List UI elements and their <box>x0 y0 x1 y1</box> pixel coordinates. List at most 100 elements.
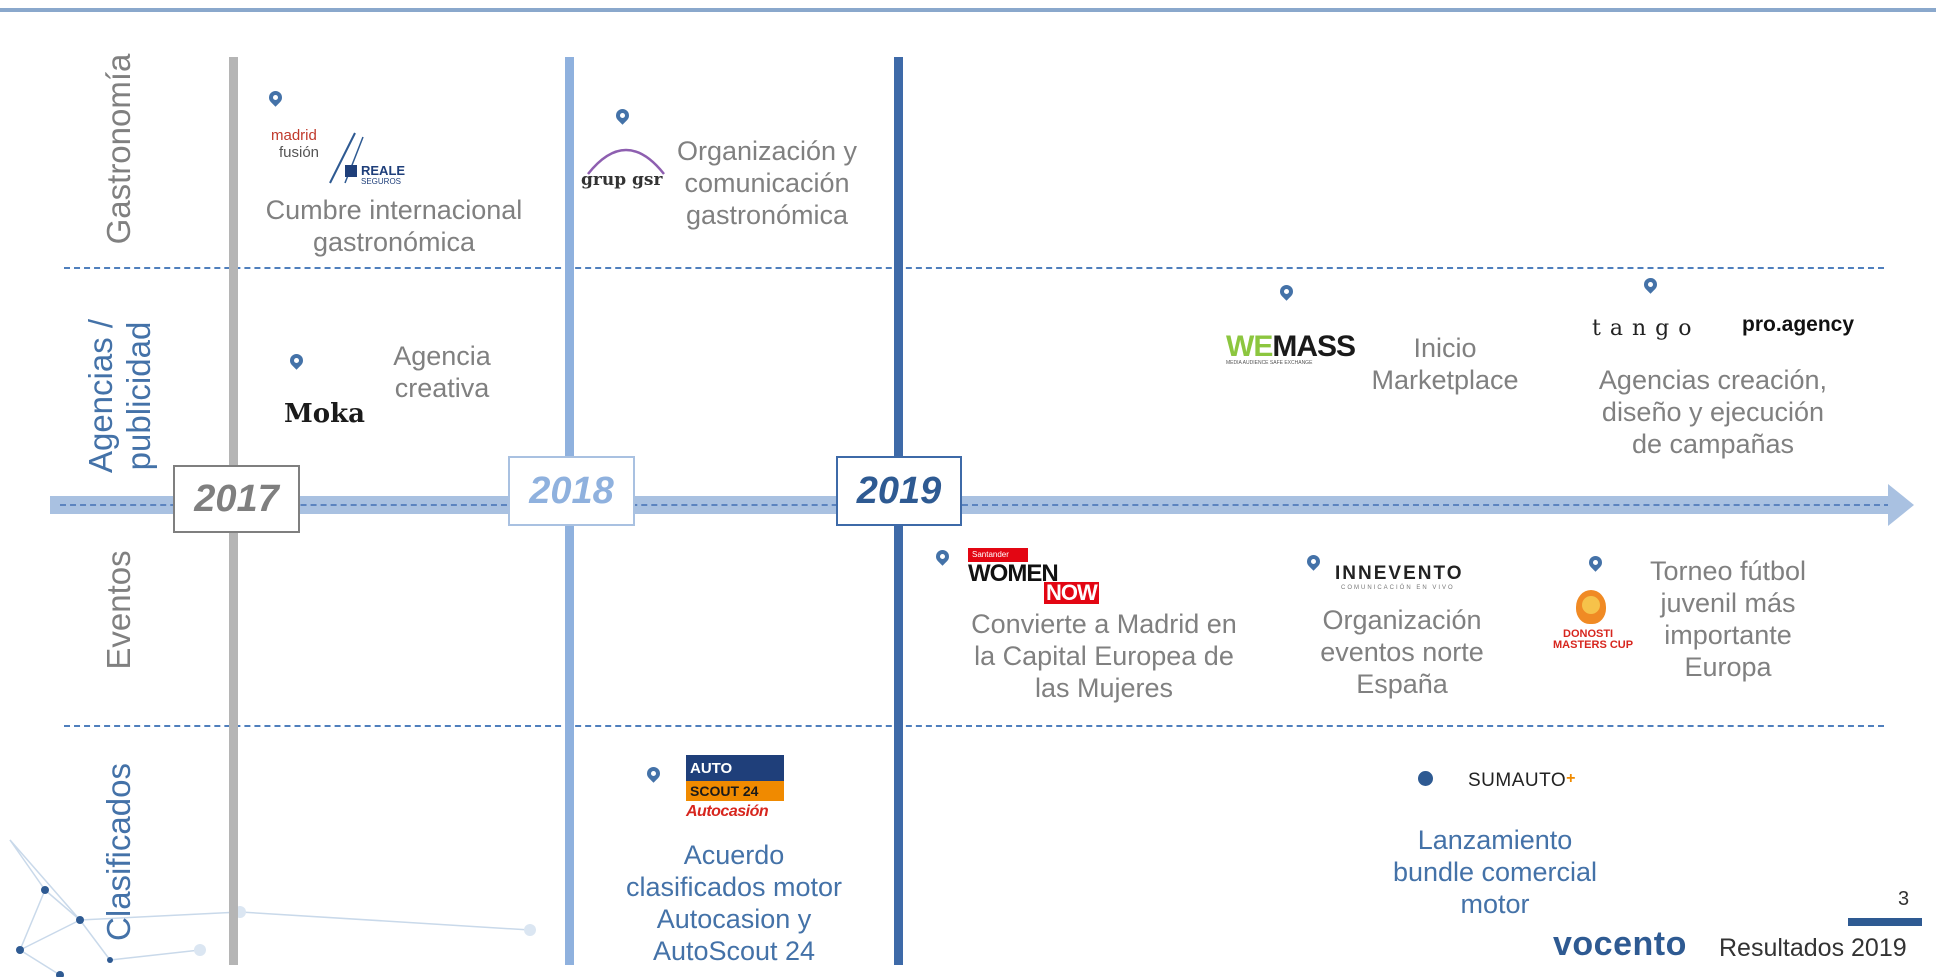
tango-description: Agencias creación, diseño y ejecución de… <box>1568 364 1858 460</box>
row-divider-2 <box>64 725 1884 727</box>
women-now-line-1: Convierte a Madrid en <box>971 609 1237 639</box>
autoscout-line-1: Acuerdo <box>683 840 785 870</box>
sumauto-line-1: Lanzamiento <box>1417 825 1573 855</box>
innevento-logo-text: INNEVENTO <box>1335 563 1464 584</box>
donosti-logo-text-1: DONOSTI <box>1563 628 1614 640</box>
autoscout-logo-auto: AUTO <box>686 755 784 783</box>
innevento-description: Organización eventos norte España <box>1302 604 1502 700</box>
women-now-logo-sponsor: Santander <box>968 548 1028 562</box>
grup-gsr-arc-icon <box>587 148 665 175</box>
row-label-agencias-line1: Agencias / <box>82 318 119 474</box>
innevento-line-1: Organización <box>1322 605 1482 635</box>
row-label-gastronomia: Gastronomía <box>100 53 137 245</box>
reale-mark-icon <box>345 165 357 177</box>
autoscout-logo-scout24: SCOUT 24 <box>686 781 784 801</box>
moka-line-1: Agencia <box>393 341 491 371</box>
page-number: 3 <box>1898 888 1910 910</box>
tango-line-1: Agencias creación, <box>1598 365 1828 395</box>
sumauto-line-2: bundle comercial <box>1392 857 1598 887</box>
innevento-logo-sub: COMUNICACIÓN EN VIVO <box>1341 585 1455 591</box>
sumauto-plus-icon: + <box>1566 770 1577 787</box>
innevento-line-3: España <box>1356 669 1448 699</box>
footer-report-title: Resultados 2019 <box>1719 934 1907 962</box>
year-label-2017: 2017 <box>194 477 279 520</box>
women-now-logo-now: NOW <box>1044 580 1099 605</box>
moka-line-2: creativa <box>394 373 490 403</box>
timeline-arrow-head <box>1888 484 1914 526</box>
location-pin-icon <box>1304 552 1323 571</box>
year-label-2018: 2018 <box>529 469 614 512</box>
women-now-logo: Santander WOMEN NOW <box>968 548 1099 606</box>
madrid-fusion-logo: madrid fusión REALE SEGUROS <box>271 127 421 187</box>
tango-logo: tango <box>1592 316 1701 341</box>
location-pin-icon <box>644 764 663 783</box>
tango-line-3: de campañas <box>1631 429 1795 459</box>
pro-agency-logo: pro.agency <box>1742 313 1855 336</box>
women-now-line-2: la Capital Europea de <box>974 641 1234 671</box>
year-box-2019: 2019 <box>836 456 962 526</box>
madrid-fusion-description: Cumbre internacional gastronómica <box>234 194 554 258</box>
row-label-agencias-line2: publicidad <box>120 321 157 471</box>
location-pin-icon <box>1641 275 1660 294</box>
location-pin-icon <box>933 547 952 566</box>
moka-logo: Moka <box>284 399 365 429</box>
grup-gsr-line-2: comunicación <box>684 168 850 198</box>
sumauto-logo-text: SUMAUTO <box>1468 770 1567 791</box>
network-decoration <box>9 839 536 977</box>
grup-gsr-description: Organización y comunicación gastronómica <box>661 135 873 231</box>
autoscout-line-2: clasificados motor <box>625 872 843 902</box>
row-label-eventos: Eventos <box>100 550 137 670</box>
women-now-line-3: las Mujeres <box>1034 673 1174 703</box>
wemass-logo-sub: MEDIA AUDIENCE SAFE EXCHANGE <box>1226 360 1313 366</box>
autocasion-logo-text: Autocasión <box>686 803 769 820</box>
vocento-logo: vocento <box>1553 925 1687 963</box>
year-box-2018: 2018 <box>508 456 635 526</box>
donosti-description: Torneo fútbol juvenil más importante Eur… <box>1620 555 1836 683</box>
donosti-line-3: importante <box>1664 620 1792 650</box>
sumauto-description: Lanzamiento bundle comercial motor <box>1355 824 1635 920</box>
donosti-line-1: Torneo fútbol <box>1649 556 1807 586</box>
wemass-logo-we: WE <box>1226 330 1273 363</box>
autoscout24-autocasion-logo: AUTO SCOUT 24 Autocasión <box>686 755 786 827</box>
row-label-clasificados: Clasificados <box>100 763 137 941</box>
autoscout-description: Acuerdo clasificados motor Autocasion y … <box>594 839 874 967</box>
madrid-fusion-logo-text-3: REALE <box>361 163 406 178</box>
sumauto-logo: SUMAUTO+ <box>1468 770 1576 792</box>
donosti-masters-cup-logo: DONOSTI MASTERS CUP <box>1550 590 1640 662</box>
donosti-trophy-inner-icon <box>1582 596 1600 614</box>
madrid-fusion-logo-text-4: SEGUROS <box>361 177 402 186</box>
wemass-line-1: Inicio <box>1413 333 1477 363</box>
autoscout-line-4: AutoScout 24 <box>652 936 816 966</box>
autoscout-line-3: Autocasion y <box>656 904 812 934</box>
top-rule <box>0 8 1936 12</box>
year-label-2019: 2019 <box>856 469 942 512</box>
madrid-fusion-line-1: Cumbre internacional <box>265 195 523 225</box>
donosti-line-4: Europa <box>1684 652 1772 682</box>
wemass-line-2: Marketplace <box>1371 365 1519 395</box>
grup-gsr-line-1: Organización y <box>676 136 858 166</box>
wemass-logo: WEMASS MEDIA AUDIENCE SAFE EXCHANGE <box>1226 330 1366 370</box>
innevento-line-2: eventos norte <box>1320 637 1484 667</box>
row-divider-1 <box>64 267 1884 269</box>
moka-description: Agencia creativa <box>372 340 512 404</box>
location-pin-icon <box>613 106 632 125</box>
madrid-fusion-line-2: gastronómica <box>312 227 476 257</box>
women-now-logo-women: WOMEN <box>968 560 1059 587</box>
sumauto-line-3: motor <box>1460 889 1530 919</box>
wemass-description: Inicio Marketplace <box>1350 332 1540 396</box>
location-pin-icon <box>1586 553 1605 572</box>
row-label-agencias: Agencias / publicidad <box>82 261 162 531</box>
grup-gsr-logo: grup gsr <box>581 170 663 190</box>
location-pin-icon <box>1277 282 1296 301</box>
bullet-dot-icon <box>1418 771 1433 786</box>
donosti-line-2: juvenil más <box>1660 588 1796 618</box>
innevento-logo: INNEVENTO COMUNICACIÓN EN VIVO <box>1335 563 1464 591</box>
location-pin-icon <box>287 351 306 370</box>
grup-gsr-line-3: gastronómica <box>685 200 849 230</box>
women-now-description: Convierte a Madrid en la Capital Europea… <box>944 608 1264 704</box>
tango-line-2: diseño y ejecución <box>1601 397 1825 427</box>
timeline-axis-dash <box>60 504 1890 506</box>
location-pin-icon <box>266 88 285 107</box>
wemass-logo-mass: MASS <box>1272 330 1356 363</box>
footer-accent-bar <box>1848 918 1922 926</box>
